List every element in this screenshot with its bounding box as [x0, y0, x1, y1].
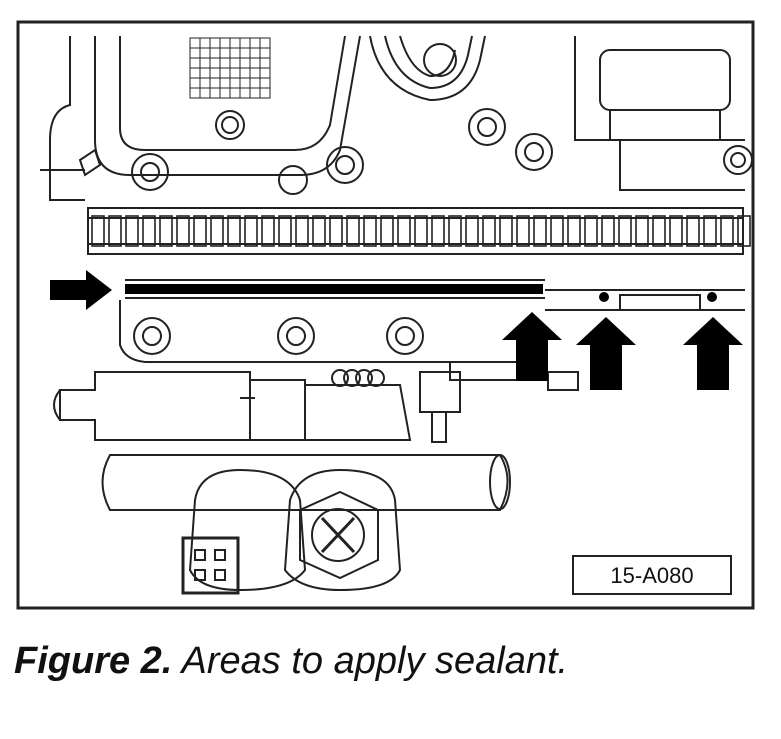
arrow-right [50, 270, 112, 310]
chain-link [125, 215, 139, 247]
chain-link [618, 215, 632, 247]
connector-right [283, 468, 402, 592]
chain-link [312, 215, 326, 247]
chain-link [482, 215, 496, 247]
sealant-dot [707, 292, 717, 302]
arrow-up [683, 317, 743, 390]
chain-link [363, 215, 377, 247]
connector-left [181, 468, 307, 595]
chain-link [516, 215, 530, 247]
chain-link [159, 215, 173, 247]
chain-link [567, 215, 581, 247]
chain-link [210, 215, 224, 247]
technical-illustration: 15-A080 [16, 20, 755, 610]
chain-link [414, 215, 428, 247]
figure-caption: Figure 2. Areas to apply sealant. [14, 640, 568, 683]
line-art [40, 35, 753, 595]
chain-teeth [91, 215, 751, 247]
chain-link [227, 215, 241, 247]
chain-link [193, 215, 207, 247]
chain-link [499, 215, 513, 247]
chain-link [397, 215, 411, 247]
chain-link [601, 215, 615, 247]
strip-outline [87, 207, 744, 255]
chain-link [108, 215, 122, 247]
chain-link [346, 215, 360, 247]
chain-link [91, 215, 105, 247]
chain-link [142, 215, 156, 247]
chain-link [278, 215, 292, 247]
chain-link [176, 215, 190, 247]
sealant-bar [125, 284, 543, 294]
chain-link [635, 215, 649, 247]
grid-pattern [189, 37, 271, 99]
chain-link [448, 215, 462, 247]
chain-link [703, 215, 717, 247]
chain-link [431, 215, 445, 247]
chain-link [550, 215, 564, 247]
chain-link [329, 215, 343, 247]
chain-link [244, 215, 258, 247]
chain-link [465, 215, 479, 247]
chain-link [584, 215, 598, 247]
chain-link [720, 215, 734, 247]
chain-link [737, 215, 751, 247]
bolts-lower-row [133, 317, 424, 355]
reference-label: 15-A080 [610, 563, 693, 588]
chain-link [686, 215, 700, 247]
caption-text: Areas to apply sealant. [181, 640, 569, 682]
arrows [50, 270, 743, 390]
chain-link [652, 215, 666, 247]
chain-link [261, 215, 275, 247]
arrow-up [576, 317, 636, 390]
chain-link [380, 215, 394, 247]
caption-label: Figure 2. [14, 640, 173, 682]
chain-link [295, 215, 309, 247]
reference-label-box [572, 555, 732, 595]
arrow-up [502, 312, 562, 381]
sealant-dot [599, 292, 609, 302]
bolts-top-row [131, 108, 753, 195]
chain-link [669, 215, 683, 247]
chain-link [533, 215, 547, 247]
